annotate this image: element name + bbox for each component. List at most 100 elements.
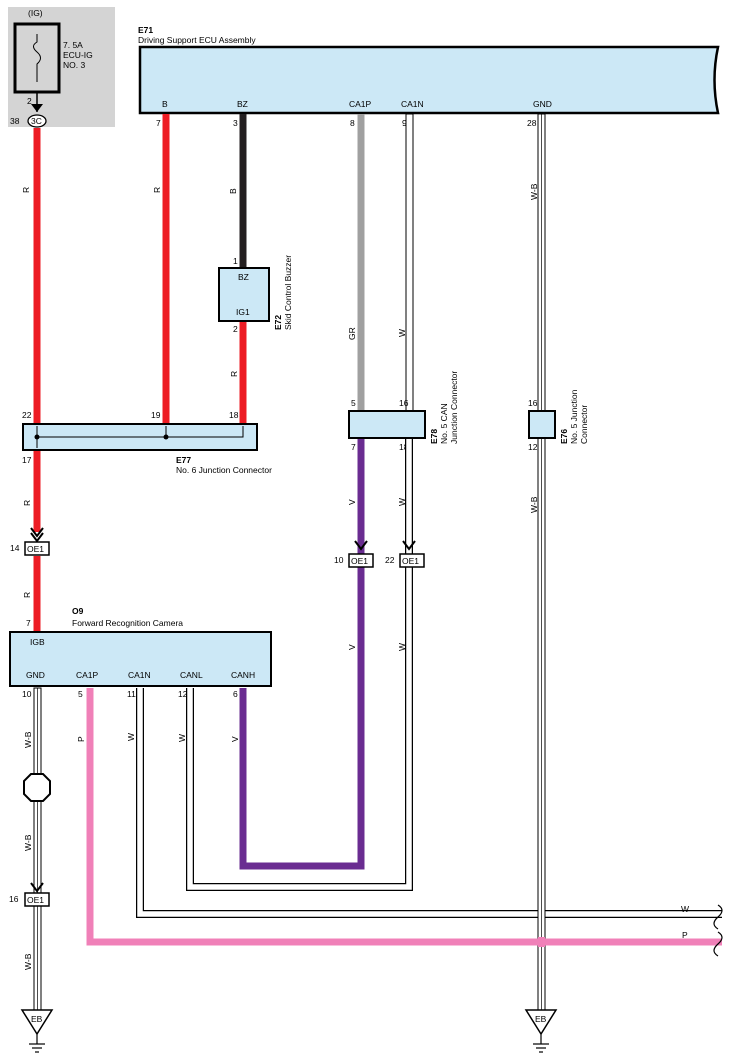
wire-w-canl-inner [187,439,412,890]
o9-term-igb: IGB [30,637,45,647]
o9-name: Forward Recognition Camera [72,618,183,628]
e72-code: E72 [273,315,283,330]
wire-label-b: B [228,188,238,194]
wire-label-r3: R [229,371,239,377]
e72-pin-bottom: 2 [233,324,238,334]
wire-label-r5: R [22,592,32,598]
e71-term-ca1p: CA1P [349,99,372,109]
oe1-16-pin: 16 [9,894,19,904]
fuse-name-1: ECU-IG [63,50,93,60]
break-mark-2 [713,931,723,957]
e77-junction: 22 19 18 17 E77 No. 6 Junction Connector [22,410,272,475]
inline-arrow-2 [354,540,368,551]
wire-label-w4: W [177,734,187,742]
fuse-rating: 7. 5A [63,40,83,50]
o9-term-ca1p: CA1P [76,670,99,680]
wire-label-wb2: W-B [529,496,539,513]
e78-name-2: Junction Connector [449,371,459,444]
e78-pin-16: 16 [399,398,409,408]
wire-label-v3: V [230,736,240,742]
wire-v [239,439,365,870]
e72-buzzer: 1 BZ IG1 2 E72 Skid Control Buzzer [218,255,293,334]
e77-pin-19: 19 [151,410,161,420]
wire-w-ca1n-o9 [136,688,722,918]
oe1-14-box [24,541,50,556]
fuse-connector-oval [27,114,47,128]
oe1-14-label: OE1 [27,544,44,554]
fuse-pin-bottom: 38 [10,116,20,126]
e71-pin-3: 3 [233,118,238,128]
o9-code: O9 [72,606,84,616]
ground-left: EB [20,1009,54,1053]
wire-label-wb5: W-B [23,953,33,970]
e77-pin-17: 17 [22,455,32,465]
o9-pin-6: 6 [233,689,238,699]
e77-dot-1 [34,434,40,440]
e76-body [528,410,556,439]
oe1-14-pin: 14 [10,543,20,553]
oe1-10-box [348,553,374,568]
e72-pin-top: 1 [233,256,238,266]
wire-w-ca1n [405,113,414,412]
oe1-22-pin: 22 [385,555,395,565]
oe1-16-label: OE1 [27,895,44,905]
e71-term-gnd: GND [533,99,552,109]
e72-name: Skid Control Buzzer [283,255,293,330]
o9-pin-10: 10 [22,689,32,699]
e78-can-junction: 5 16 7 18 E78 No. 5 CAN Junction Connect… [348,371,459,452]
wire-label-w1: W [397,329,407,337]
wire-label-r4: R [22,500,32,506]
e78-pin-7: 7 [351,442,356,452]
o9-pin-7: 7 [26,618,31,628]
e78-pin-18: 18 [399,442,409,452]
splice-point [23,773,51,802]
e71-body [138,45,720,115]
fuse-arrow [31,104,43,112]
wire-label-v1: V [347,499,357,505]
wire-label-w2: W [397,498,407,506]
e71-pin-28: 28 [527,118,537,128]
oe1-16-box [24,892,50,907]
fuse-icon [33,34,41,82]
e71-ecu: E71 Driving Support ECU Assembly B BZ CA… [138,25,720,128]
e77-bus [37,426,244,438]
wire-label-r2: R [152,187,162,193]
ground-left-label: EB [31,1014,43,1024]
wire-w-ca1n-o9-inner [137,688,722,917]
inline-arrow-4 [30,882,44,893]
inline-arrow-3 [402,540,416,551]
wire-label-w5: W [126,733,136,741]
oe1-16: 16 OE1 [9,882,50,907]
e78-code: E78 [429,429,439,444]
e77-pin-22: 22 [22,410,32,420]
e76-pin-12: 12 [528,442,538,452]
o9-term-canl: CANL [180,670,203,680]
e72-body [218,267,270,322]
wire-label-p: P [76,736,86,742]
fuse-pin-top: 2 [27,96,32,106]
o9-pin-5: 5 [78,689,83,699]
wire-label-r1: R [21,187,31,193]
e71-pin-7: 7 [156,118,161,128]
fuse-name-2: NO. 3 [63,60,85,70]
oe1-22: 22 OE1 [385,540,425,568]
o9-term-canh: CANH [231,670,255,680]
e77-pin-18: 18 [229,410,239,420]
wire-label-v2: V [347,644,357,650]
wire-p [86,688,722,946]
fuse-block: (IG) 7. 5A ECU-IG NO. 3 2 38 3C [8,7,115,128]
e77-name: No. 6 Junction Connector [176,465,272,475]
e72-term-ig1: IG1 [236,307,250,317]
wire-wb-overpass [538,937,545,947]
e71-term-b: B [162,99,168,109]
inline-arrow-1 [30,527,44,538]
e71-code: E71 [138,25,153,35]
e76-code: E76 [559,429,569,444]
e72-term-bz: BZ [238,272,249,282]
ground-right: EB [524,1009,558,1053]
e71-term-bz: BZ [237,99,248,109]
e78-body [348,410,426,439]
o9-term-ca1n: CA1N [128,670,151,680]
e71-pin-8: 8 [350,118,355,128]
e71-name: Driving Support ECU Assembly [138,35,256,45]
